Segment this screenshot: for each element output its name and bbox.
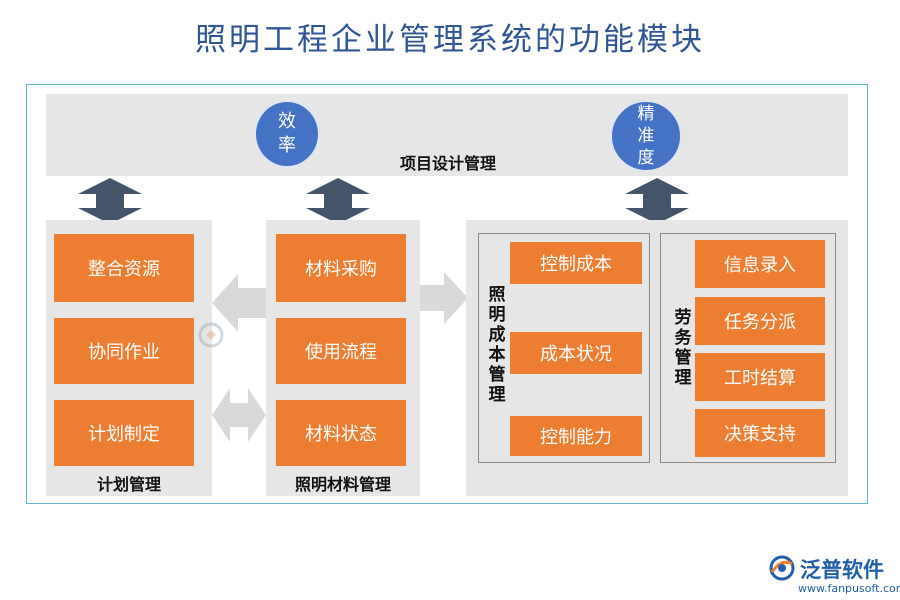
- page-title: 照明工程企业管理系统的功能模块: [195, 22, 705, 58]
- double-arrow-planning-materials: [212, 388, 266, 442]
- labor-item-info-entry: 信息录入: [695, 240, 825, 288]
- cost-item-control-cost: 控制成本: [510, 242, 642, 284]
- cost-subframe: [478, 233, 650, 463]
- planning-item-plan-making: 计划制定: [54, 400, 194, 466]
- labor-subframe: [660, 233, 836, 463]
- project-design-bar: [46, 94, 848, 176]
- diagram-frame: [26, 84, 868, 504]
- right-arrow-materials-to-cost: [420, 272, 468, 324]
- materials-label: 照明材料管理: [294, 475, 391, 494]
- materials-item-usage-flow: 使用流程: [276, 318, 406, 384]
- materials-item-status: 材料状态: [276, 400, 406, 466]
- watermark: [198, 322, 224, 348]
- labor-item-task-dispatch: 任务分派: [695, 297, 825, 345]
- brand-url: www.fanpusoft.com: [798, 582, 900, 595]
- cost-item-cost-status: 成本状况: [510, 332, 642, 374]
- labor-management-label: 劳 务 管 理: [674, 308, 692, 388]
- efficiency-circle: 效 率: [254, 100, 320, 168]
- brand-logo-icon: [769, 555, 795, 581]
- planning-item-integrate-resources: 整合资源: [54, 234, 194, 302]
- labor-item-hour-settlement: 工时结算: [695, 353, 825, 401]
- planning-label: 计划管理: [96, 475, 161, 494]
- precision-circle: 精 准 度: [610, 100, 682, 172]
- project-design-label: 项目设计管理: [399, 154, 496, 173]
- labor-item-decision-support: 决策支持: [695, 409, 825, 457]
- brand-name: 泛普软件: [800, 558, 884, 582]
- watermark-logo-icon: [198, 322, 224, 348]
- cost-item-control-ability: 控制能力: [510, 416, 642, 456]
- planning-item-collaboration: 协同作业: [54, 318, 194, 384]
- cost-management-label: 照 明 成 本 管 理: [488, 285, 506, 405]
- materials-item-purchase: 材料采购: [276, 234, 406, 302]
- brand-block: 泛普软件 www.fanpusoft.com: [768, 552, 900, 598]
- double-arrow-cost-labor: [625, 178, 689, 224]
- double-arrow-materials: [306, 178, 370, 224]
- left-arrow-materials-to-planning: [212, 274, 266, 332]
- double-arrow-planning: [78, 178, 142, 224]
